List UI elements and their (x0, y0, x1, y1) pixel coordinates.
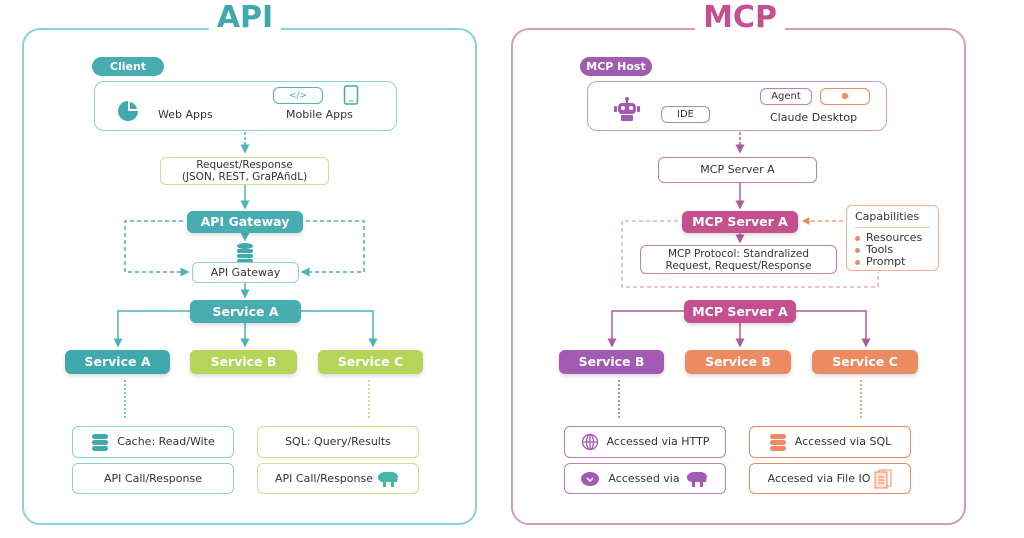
http-box: Accessed via HTTP (564, 426, 726, 458)
capability-item: Resources (855, 232, 922, 244)
api-title: API (208, 2, 282, 34)
via-box: Accessed via (564, 463, 726, 494)
request-response-box: Request/Response (JSON, REST, GraPAñdL) (160, 157, 329, 185)
mcp-protocol-box: MCP Protocol: Standralized Request, Requ… (640, 245, 837, 274)
mcp-title: MCP (695, 2, 785, 34)
capability-item: Prompt (855, 256, 922, 268)
file-io-box: Accesed via File IO (749, 463, 911, 494)
mcp-service-b-orange[interactable]: Service B (685, 350, 791, 374)
mobile-apps-label: Mobile Apps (286, 108, 353, 121)
claude-desktop-label: Claude Desktop (770, 111, 858, 124)
robot-icon (614, 97, 640, 121)
cloud-icon (581, 471, 600, 486)
client-label: Client (92, 57, 164, 76)
elephant-icon (377, 471, 398, 487)
code-icon: </> (288, 90, 308, 101)
api-service-b[interactable]: Service B (190, 350, 297, 374)
cache-box: Cache: Read/Wite (72, 426, 234, 458)
client-box (94, 81, 397, 131)
database-icon (237, 243, 253, 263)
globe-icon (581, 433, 598, 451)
sun-icon: ✹ (840, 89, 850, 103)
service-a-top[interactable]: Service A (190, 300, 301, 323)
api-call-label: API Call/Response (275, 471, 373, 485)
code-box: </> (273, 87, 323, 104)
mcp-host-label: MCP Host (580, 57, 652, 76)
document-icon (874, 469, 892, 488)
file-io-label: Accesed via File IO (767, 471, 871, 485)
api-service-a[interactable]: Service A (65, 350, 170, 374)
phone-icon (343, 85, 359, 105)
mcp-service-b-purple[interactable]: Service B (559, 350, 664, 374)
http-label: Accessed via HTTP (606, 435, 710, 448)
mcp-server-a-outlined: MCP Server A (658, 157, 817, 183)
mcp-service-c[interactable]: Service C (812, 350, 918, 374)
database-icon (769, 434, 786, 451)
ide-box: IDE (661, 106, 710, 123)
sql-box: SQL: Query/Results (257, 426, 419, 458)
capabilities-box: Capabilities Resources Tools Prompt (846, 205, 939, 271)
mcp-server-a-top[interactable]: MCP Server A (684, 300, 796, 323)
api-call-box-2: API Call/Response (257, 463, 419, 494)
mcp-server-a-button[interactable]: MCP Server A (682, 211, 798, 233)
web-apps-label: Web Apps (158, 108, 213, 121)
cache-label: Cache: Read/Wite (117, 435, 215, 448)
sql-access-label: Accessed via SQL (794, 435, 892, 448)
pie-chart-icon (118, 101, 138, 121)
api-gateway-button[interactable]: API Gateway (187, 211, 303, 233)
sql-access-box: Accessed via SQL (749, 426, 911, 458)
sun-box: ✹ (820, 88, 870, 105)
api-gateway-box: API Gateway (192, 262, 299, 283)
api-service-c[interactable]: Service C (318, 350, 423, 374)
via-label: Accessed via (608, 471, 680, 485)
capabilities-list: Resources Tools Prompt (855, 232, 922, 268)
agent-box: Agent (760, 88, 812, 105)
capability-item: Tools (855, 244, 922, 256)
elephant-icon (686, 471, 707, 487)
capabilities-title: Capabilities (855, 210, 930, 228)
api-call-box-1: API Call/Response (72, 463, 234, 494)
database-icon (92, 434, 109, 451)
